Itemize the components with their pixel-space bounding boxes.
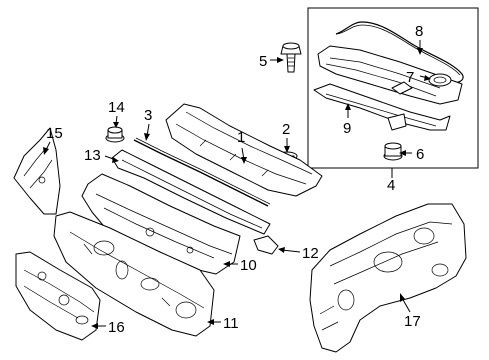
callout-13: 13: [84, 147, 101, 164]
callout-6: 6: [416, 146, 424, 163]
part-11-dash-panel-lower: [53, 211, 215, 337]
part-14-plug: [105, 126, 125, 143]
part-1-cowl-panel: [165, 103, 323, 197]
part-3-seal-strip: [133, 137, 271, 207]
callout-12: 12: [302, 245, 319, 262]
part-5-bolt: [280, 42, 302, 73]
part-7-cover-panel: [317, 45, 463, 105]
part-9-bracket: [313, 83, 451, 131]
inset-frame: [307, 7, 479, 169]
callout-3: 3: [144, 107, 152, 124]
callout-14: 14: [108, 99, 125, 116]
callout-5: 5: [259, 53, 267, 70]
part-10-dash-panel-upper: [81, 173, 241, 275]
callout-16: 16: [108, 319, 125, 336]
part-16-insulator: [15, 251, 101, 341]
callout-17: 17: [404, 313, 421, 330]
callout-10: 10: [240, 257, 257, 274]
callout-11: 11: [223, 315, 239, 332]
part-6-grommet: [383, 142, 403, 161]
part-12-bracket: [253, 235, 279, 255]
callout-9: 9: [343, 120, 351, 137]
leader-lines: [43, 40, 431, 329]
callout-8: 8: [415, 23, 423, 40]
part-17-dash-insulator: [309, 203, 467, 353]
part-8-hose: [335, 21, 464, 84]
callout-15: 15: [46, 125, 63, 142]
callout-7: 7: [406, 69, 414, 86]
callout-1: 1: [237, 129, 245, 146]
callout-2: 2: [282, 121, 290, 138]
callout-labels: 1 2 3 4 5 6 7 8 9 10 11 12 13 14 15 16 1…: [46, 23, 424, 336]
callout-4: 4: [387, 177, 395, 194]
part-13-cowl-strip: [111, 149, 271, 235]
